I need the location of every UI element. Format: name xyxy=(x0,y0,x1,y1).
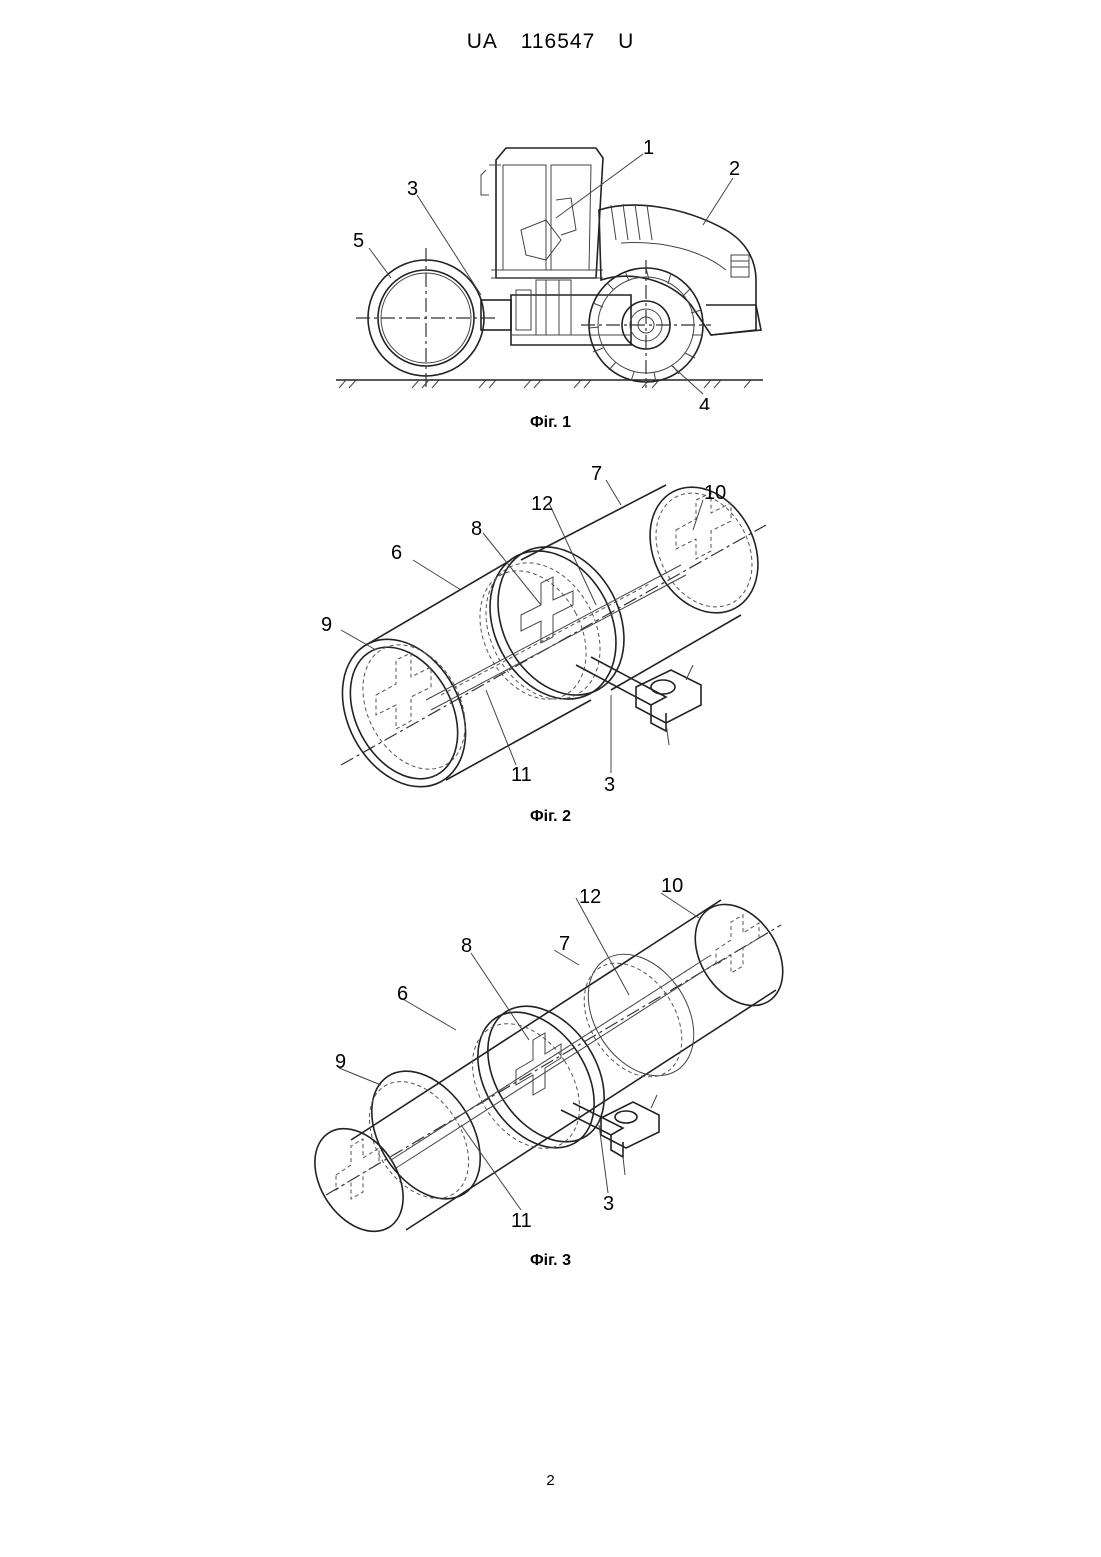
fig1-label-4: 4 xyxy=(699,395,710,410)
figure-2-caption: Фіг. 2 xyxy=(0,808,1101,826)
fig3-label-6: 6 xyxy=(397,983,408,1005)
patent-kind: U xyxy=(618,30,634,53)
fig2-label-3: 3 xyxy=(604,774,615,795)
fig3-label-7: 7 xyxy=(559,933,570,955)
fig1-label-2: 2 xyxy=(729,158,740,180)
figure-3: 10 12 7 8 6 9 11 3 xyxy=(0,870,1101,1240)
patent-number: 116547 xyxy=(521,30,596,53)
figure-2: 7 12 8 6 9 10 11 3 xyxy=(0,455,1101,795)
fig2-label-9: 9 xyxy=(321,614,332,636)
fig2-label-6: 6 xyxy=(391,542,402,564)
figure-3-drawing: 10 12 7 8 6 9 11 3 xyxy=(311,870,791,1240)
fig1-label-1: 1 xyxy=(643,137,654,159)
fig2-label-8: 8 xyxy=(471,518,482,540)
fig1-label-3: 3 xyxy=(407,178,418,200)
fig3-label-12: 12 xyxy=(579,886,601,908)
fig3-label-3: 3 xyxy=(603,1193,614,1215)
fig3-label-8: 8 xyxy=(461,935,472,957)
fig3-label-10: 10 xyxy=(661,875,683,897)
patent-country: UA xyxy=(467,30,498,53)
page-number: 2 xyxy=(0,1472,1101,1489)
fig3-label-9: 9 xyxy=(335,1051,346,1073)
patent-header: UA 116547 U xyxy=(0,30,1101,54)
figure-1-caption: Фіг. 1 xyxy=(0,414,1101,432)
fig2-label-12: 12 xyxy=(531,493,553,515)
figure-1: 1 2 3 4 5 xyxy=(0,130,1101,410)
fig2-label-10: 10 xyxy=(704,482,726,504)
figure-1-drawing: 1 2 3 4 5 xyxy=(331,130,771,410)
figure-3-caption: Фіг. 3 xyxy=(0,1252,1101,1270)
fig2-label-7: 7 xyxy=(591,463,602,485)
figure-2-drawing: 7 12 8 6 9 10 11 3 xyxy=(321,455,781,795)
fig1-label-5: 5 xyxy=(353,230,364,252)
fig2-label-11: 11 xyxy=(511,764,532,786)
fig3-label-11: 11 xyxy=(511,1210,532,1232)
